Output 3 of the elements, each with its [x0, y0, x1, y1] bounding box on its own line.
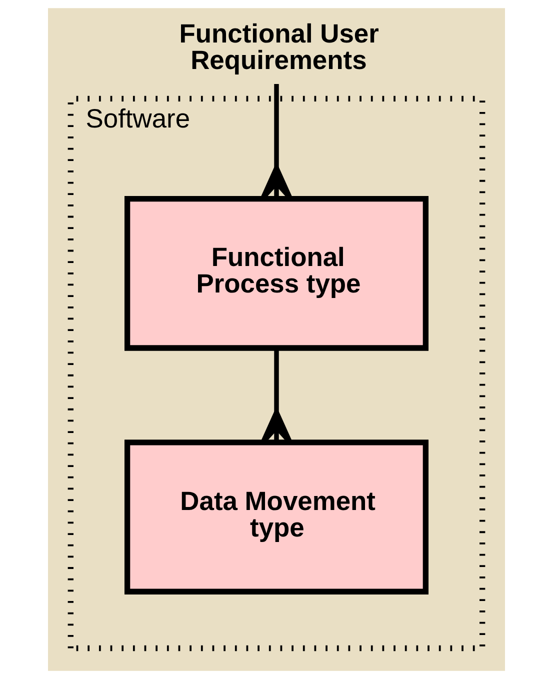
node-box: Functional Process type [124, 196, 429, 351]
node-text: Functional User Requirements [179, 18, 379, 75]
node-box: Data Movement type [124, 440, 429, 594]
